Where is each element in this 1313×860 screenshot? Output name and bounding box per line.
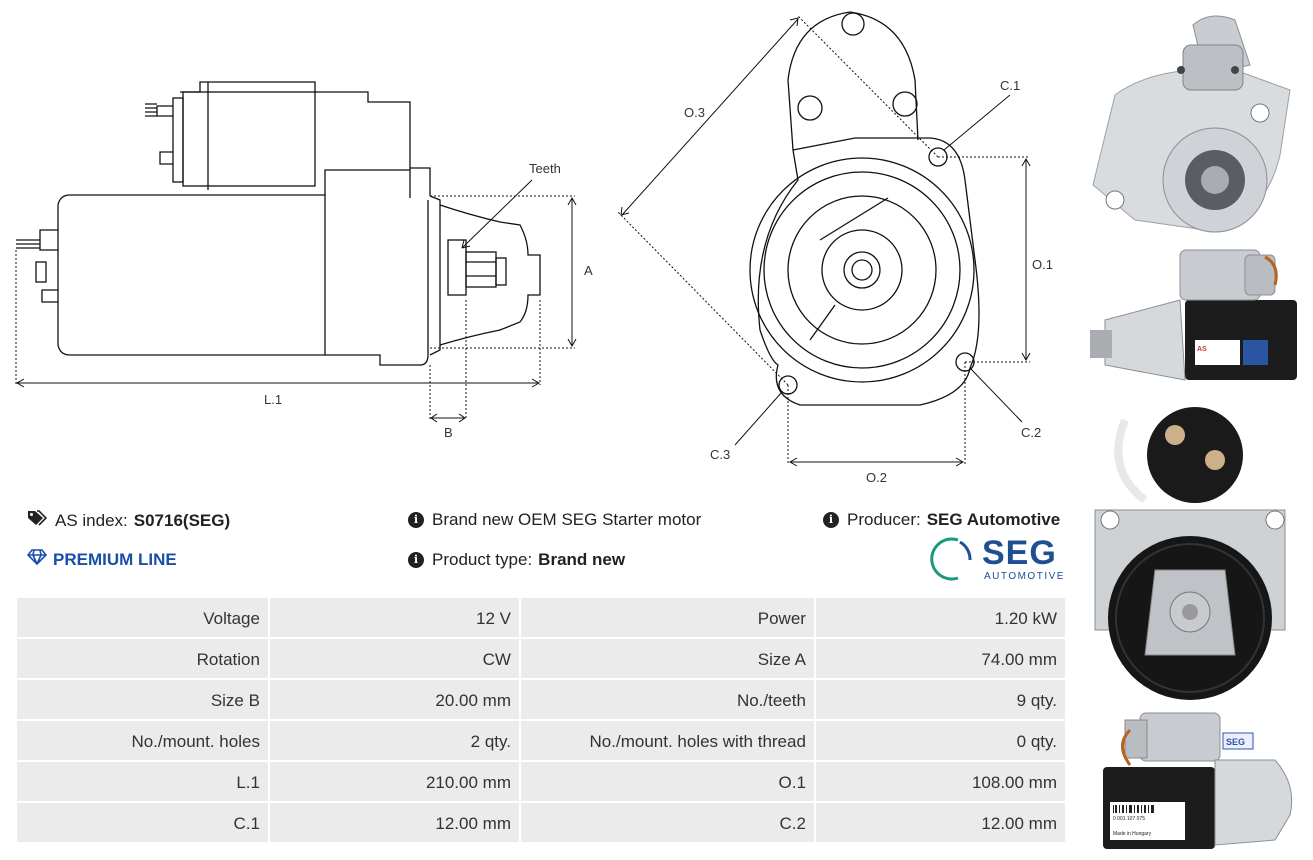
product-type-label: Product type:	[432, 550, 533, 569]
product-type: i Product type: Brand new	[408, 550, 625, 570]
dimension-b-label: B	[444, 425, 453, 440]
front-view-drawing: O.3 C.1 O.1 C.2 C.3 O.2	[617, 11, 1053, 485]
seg-logo: SEG AUTOMOTIVE	[930, 534, 1070, 584]
producer-value: SEG Automotive	[926, 510, 1061, 529]
dimension-c2-label: C.2	[1021, 425, 1041, 440]
description: i Brand new OEM SEG Starter motor	[408, 510, 701, 530]
spec-value: 12 V	[269, 598, 519, 637]
seg-logo-text: SEG	[982, 534, 1057, 572]
spec-label: No./teeth	[520, 680, 814, 719]
product-photo-rear	[1094, 407, 1286, 700]
spec-label: Voltage	[17, 598, 268, 637]
info-icon: i	[408, 512, 424, 528]
spec-value: 0 qty.	[815, 721, 1065, 760]
spec-label: Power	[520, 598, 814, 637]
product-type-value: Brand new	[538, 550, 626, 569]
spec-value: 12.00 mm	[815, 803, 1065, 842]
dimension-o1-label: O.1	[1032, 257, 1053, 272]
info-icon: i	[408, 552, 424, 568]
seg-logo-subtext: AUTOMOTIVE	[984, 571, 1065, 582]
premium-line-label: PREMIUM LINE	[53, 549, 177, 569]
product-photo-front-angle	[1092, 15, 1291, 233]
dimension-o3-label: O.3	[684, 105, 705, 120]
as-index-value: S0716(SEG)	[133, 510, 231, 530]
spec-value: 20.00 mm	[269, 680, 519, 719]
dimension-c1-label: C.1	[1000, 78, 1020, 93]
description-text: Brand new OEM SEG Starter motor	[432, 510, 702, 529]
spec-value: 2 qty.	[269, 721, 519, 760]
as-label: AS	[1197, 346, 1207, 353]
spec-label: Rotation	[17, 639, 268, 678]
info-icon: i	[823, 512, 839, 528]
spec-label: No./mount. holes with thread	[520, 721, 814, 760]
spec-label: L.1	[17, 762, 268, 801]
spec-label: No./mount. holes	[17, 721, 268, 760]
dimension-a-label: A	[584, 263, 593, 278]
spec-value: 74.00 mm	[815, 639, 1065, 678]
producer-label: Producer:	[847, 510, 921, 529]
as-index: AS index: S0716(SEG)	[27, 510, 230, 531]
spec-value: 1.20 kW	[815, 598, 1065, 637]
spec-value: 9 qty.	[815, 680, 1065, 719]
tags-icon	[27, 510, 48, 531]
product-photo-label-side: 0 001 107 075 Made in Hungary SEG	[1103, 712, 1293, 849]
product-photo-side: AS	[1090, 249, 1297, 381]
spec-value: 12.00 mm	[269, 803, 519, 842]
spec-label: O.1	[520, 762, 814, 801]
seg-sticker: SEG	[1226, 737, 1245, 747]
teeth-label: Teeth	[529, 161, 561, 176]
dimension-o2-label: O.2	[866, 470, 887, 485]
producer: i Producer: SEG Automotive	[823, 510, 1060, 530]
as-index-label: AS index:	[55, 510, 128, 530]
premium-line-badge: PREMIUM LINE	[26, 549, 177, 570]
spec-label: C.2	[520, 803, 814, 842]
barcode-text: 0 001 107 075	[1113, 816, 1145, 822]
diamond-icon	[26, 549, 48, 570]
dimension-l1-label: L.1	[264, 392, 282, 407]
spec-label: Size B	[17, 680, 268, 719]
spec-label: C.1	[17, 803, 268, 842]
spec-value: CW	[269, 639, 519, 678]
spec-value: 108.00 mm	[815, 762, 1065, 801]
spec-label: Size A	[520, 639, 814, 678]
made-in-text: Made in Hungary	[1113, 831, 1152, 837]
side-view-drawing: Teeth A B L.1	[15, 81, 593, 440]
dimension-c3-label: C.3	[710, 447, 730, 462]
spec-value: 210.00 mm	[269, 762, 519, 801]
